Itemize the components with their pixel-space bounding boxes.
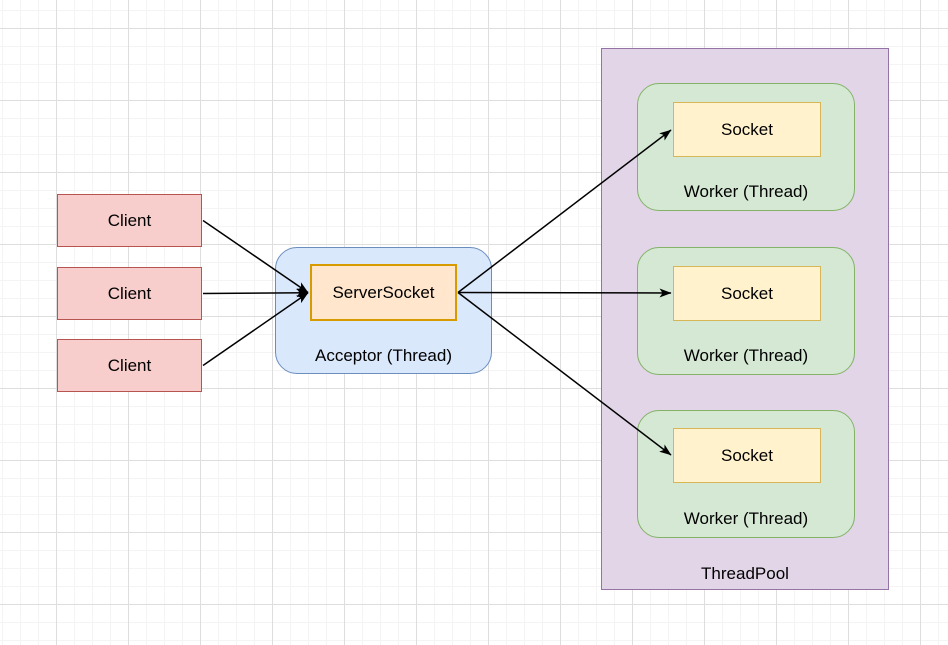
client-box-2[interactable]: Client	[57, 267, 202, 320]
acceptor-label: Acceptor (Thread)	[315, 346, 452, 365]
client-label: Client	[107, 210, 152, 230]
worker-label: Worker (Thread)	[683, 346, 809, 365]
socket-label: Socket	[721, 283, 773, 303]
socket-box-1[interactable]: Socket	[673, 102, 821, 157]
threadpool-label: ThreadPool	[701, 564, 789, 583]
socket-label: Socket	[721, 119, 773, 139]
socket-label: Socket	[721, 445, 773, 465]
socket-box-2[interactable]: Socket	[673, 266, 821, 321]
worker-label: Worker (Thread)	[683, 509, 809, 528]
client-label: Client	[107, 283, 152, 303]
worker-label: Worker (Thread)	[683, 182, 809, 201]
server-socket-box[interactable]: ServerSocket	[310, 264, 457, 321]
client-box-1[interactable]: Client	[57, 194, 202, 247]
socket-box-3[interactable]: Socket	[673, 428, 821, 483]
client-label: Client	[107, 355, 152, 375]
client-box-3[interactable]: Client	[57, 339, 202, 392]
server-socket-label: ServerSocket	[332, 282, 435, 302]
